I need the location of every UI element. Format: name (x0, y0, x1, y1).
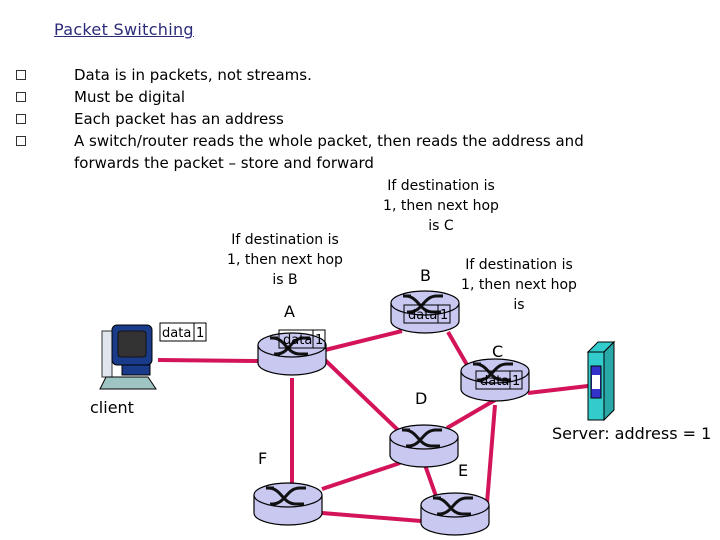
packet-address: 1 (440, 308, 448, 323)
router-arrows-icon (403, 294, 443, 314)
packet-payload: data (162, 326, 191, 341)
checkbox-bullet-icon (16, 70, 26, 80)
packet-payload: data (408, 308, 437, 323)
link-a-d (323, 358, 402, 434)
link-b-c (446, 330, 472, 372)
link-c-e (485, 404, 497, 504)
packet-payload: data (283, 333, 312, 348)
client-computer-icon[interactable] (99, 324, 157, 390)
server-icon[interactable] (586, 340, 616, 422)
router-a[interactable] (257, 332, 327, 376)
packet-payload: data (480, 374, 509, 389)
note-router-b: If destination is 1, then next hop is C (383, 178, 499, 234)
router-arrows-icon (270, 336, 310, 356)
bullet-item: Each packet has an address (16, 108, 614, 130)
note-router-c: If destination is 1, then next hop is (461, 257, 577, 313)
label-router-d: D (415, 389, 428, 408)
label-router-e: E (458, 461, 469, 480)
bullet-item: Data is in packets, not streams. (16, 64, 614, 86)
bullet-item: Must be digital (16, 86, 614, 108)
link-client-a (157, 358, 261, 363)
link-c-d (445, 398, 497, 430)
packet-client: data 1 (159, 322, 207, 342)
note-router-a: If destination is 1, then next hop is B (227, 232, 343, 288)
checkbox-bullet-icon (16, 136, 26, 146)
label-client: client (90, 398, 134, 417)
packet-address: 1 (315, 333, 323, 348)
link-d-e (423, 464, 439, 500)
link-c-server (527, 384, 589, 395)
links (157, 329, 589, 523)
router-arrows-icon (473, 362, 513, 382)
label-server: Server: address = 1 (552, 424, 712, 443)
checkbox-bullet-icon (16, 92, 26, 102)
slide-title: Packet Switching (54, 20, 194, 39)
packet-router-a: data 1 (278, 329, 326, 349)
router-arrows-icon (402, 428, 442, 448)
router-e[interactable] (420, 492, 490, 536)
link-d-f (321, 461, 401, 491)
packet-address: 1 (196, 326, 204, 341)
router-f[interactable] (253, 482, 323, 526)
router-d[interactable] (389, 424, 459, 468)
router-arrows-icon (433, 496, 473, 516)
label-router-c: C (492, 342, 504, 361)
router-b[interactable] (390, 290, 460, 334)
bullet-list: Data is in packets, not streams. Must be… (16, 64, 614, 174)
link-f-e (321, 511, 422, 523)
router-arrows-icon (266, 486, 306, 506)
checkbox-bullet-icon (16, 114, 26, 124)
link-a-b (324, 329, 403, 352)
label-router-a: A (284, 302, 295, 321)
packet-router-b: data 1 (403, 304, 451, 324)
bullet-item: A switch/router reads the whole packet, … (16, 130, 614, 174)
packet-address: 1 (512, 374, 520, 389)
label-router-f: F (258, 449, 268, 468)
packet-router-c: data 1 (475, 370, 523, 390)
label-router-b: B (420, 266, 431, 285)
